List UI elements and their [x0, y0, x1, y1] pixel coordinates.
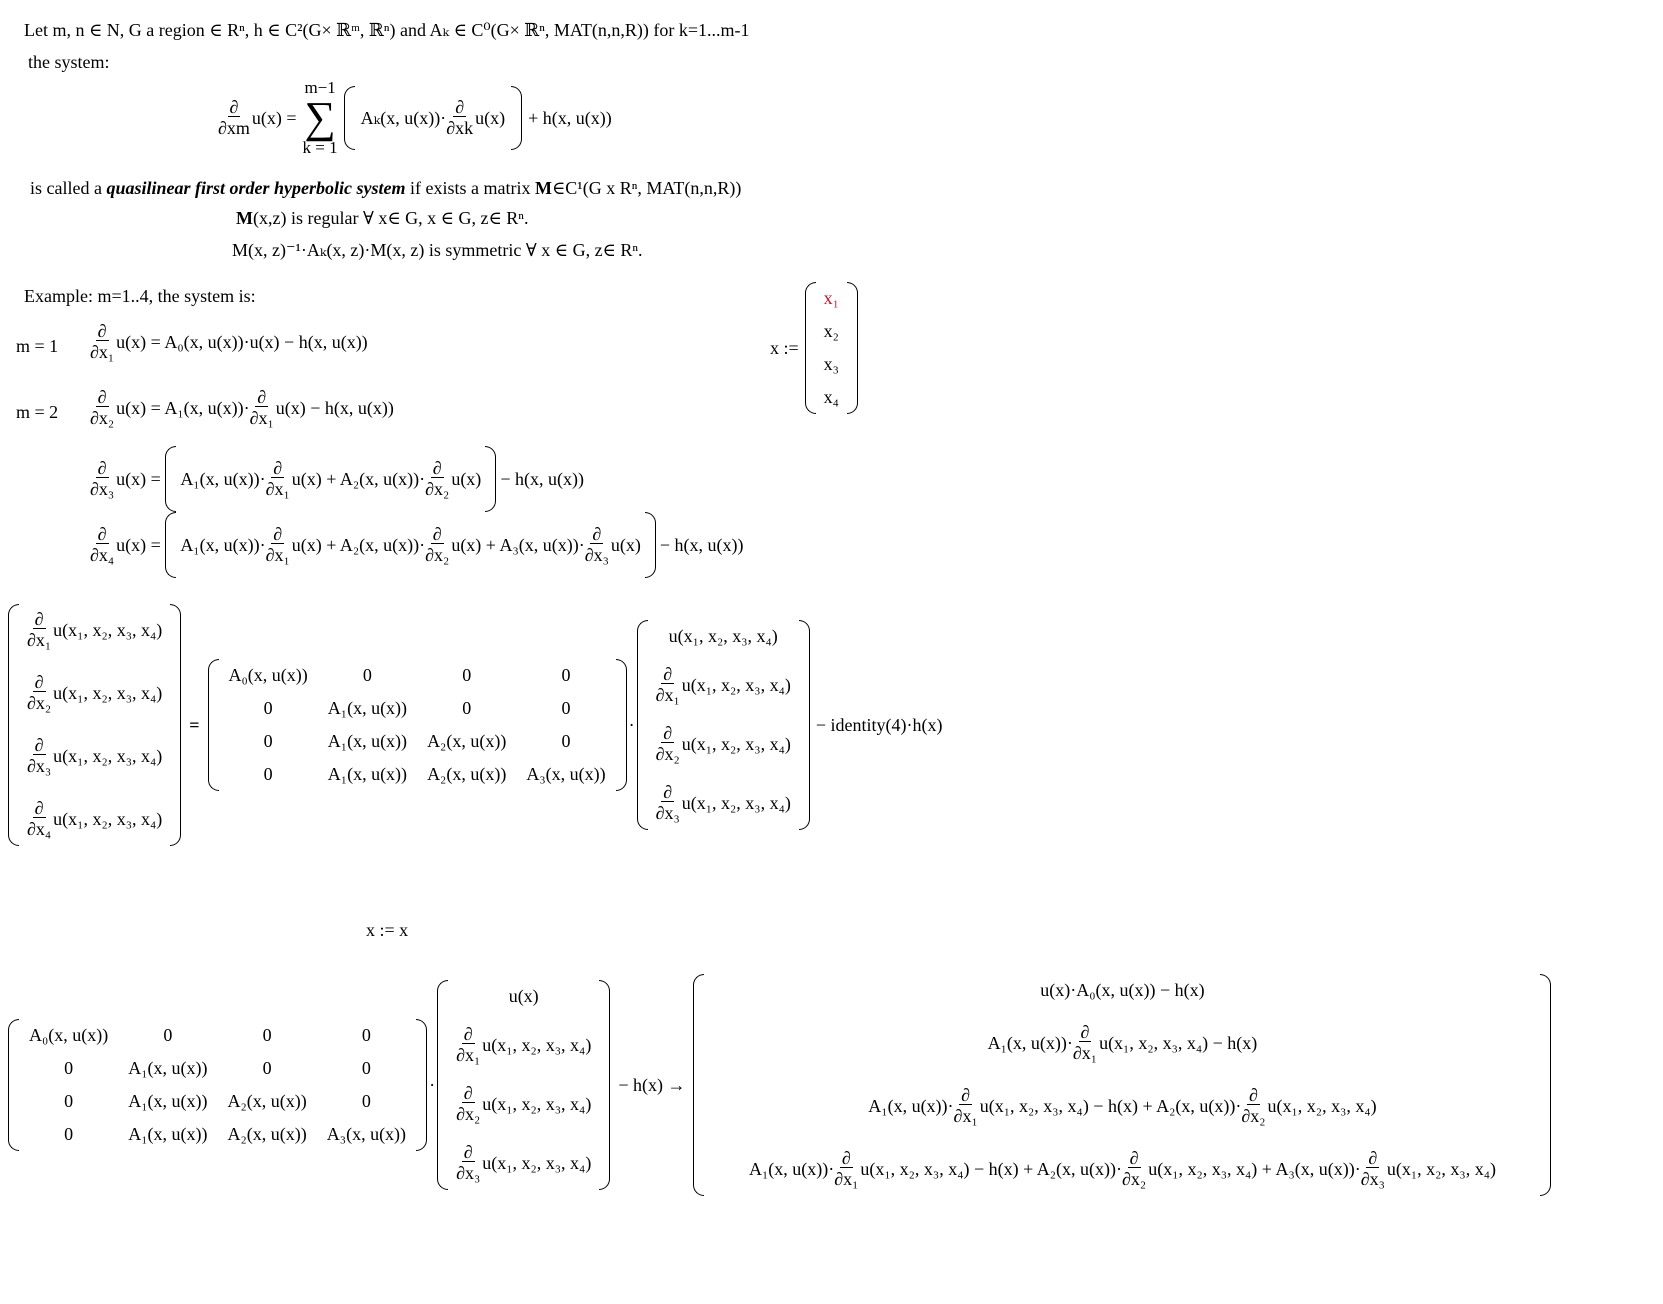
x-entry-2[interactable]: x₂ — [823, 321, 839, 341]
intro-line-2: the system: — [28, 52, 110, 72]
x-definition: x := x₁ x₂ x₃ x₄ — [770, 282, 858, 414]
example-eq-2: ∂∂x₂ u(x) = A₁(x, u(x))· ∂∂x₁ u(x) − h(x… — [90, 387, 394, 428]
example-title: Example: m=1..4, the system is: — [24, 286, 256, 306]
definition-line: is called a quasilinear first order hype… — [30, 178, 742, 198]
x-reset: x := x — [366, 920, 409, 940]
general-system-equation: ∂∂xm u(x) = m−1∑k = 1 Aₖ(x, u(x))· ∂∂xk … — [218, 78, 612, 157]
example-eq-3: ∂∂x₃ u(x) = A₁(x, u(x))· ∂∂x₁ u(x) + A₂(… — [90, 446, 584, 512]
intro-line-1: Let m, n ∈ N, G a region ∈ Rⁿ, h ∈ C²(G×… — [24, 20, 750, 40]
example-eq-4: ∂∂x₄ u(x) = A₁(x, u(x))· ∂∂x₁ u(x) + A₂(… — [90, 512, 744, 578]
defined-term: quasilinear first order hyperbolic syste… — [106, 178, 406, 198]
condition-regular: M(x,z) is regular ∀ x∈ G, x ∈ G, z∈ Rⁿ. — [236, 208, 529, 228]
m1-label: m = 1 — [16, 336, 59, 356]
sum-operator: m−1∑k = 1 — [302, 78, 338, 157]
x-entry-4[interactable]: x₄ — [823, 387, 839, 407]
x-entry-3[interactable]: x₃ — [823, 354, 839, 374]
result-vector: u(x)·A₀(x, u(x)) − h(x) A₁(x, u(x))·∂∂x₁… — [693, 974, 1552, 1196]
condition-symmetric: M(x, z)⁻¹·Aₖ(x, z)·M(x, z) is symmetric … — [232, 240, 643, 260]
x-entry-1[interactable]: x₁ — [823, 288, 839, 308]
m2-label: m = 2 — [16, 402, 59, 422]
example-eq-1: ∂∂x₁ u(x) = A₀(x, u(x))·u(x) − h(x, u(x)… — [90, 321, 368, 362]
